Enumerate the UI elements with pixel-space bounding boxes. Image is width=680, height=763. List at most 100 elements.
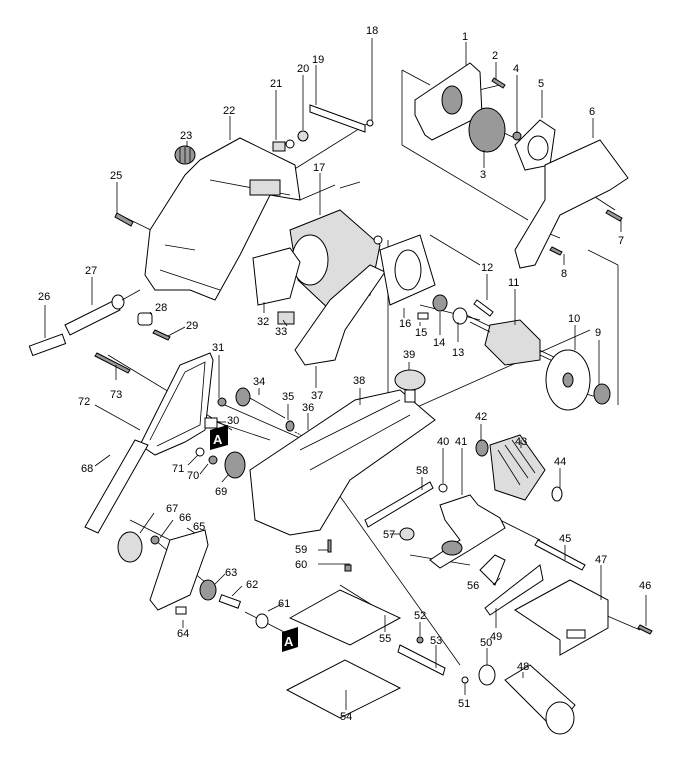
- part-56-lever-hook: [479, 554, 506, 586]
- part-20-brush-cap: [297, 130, 309, 142]
- part-28-cord-clamp: [137, 312, 153, 326]
- leader-line-62: [231, 585, 243, 597]
- part-72-inner: [149, 361, 206, 447]
- part-46-screw: [637, 624, 653, 635]
- label-62: 62: [246, 579, 258, 591]
- part-58-lever-plate: [364, 481, 434, 528]
- label-54: 54: [340, 711, 352, 723]
- label-39: 39: [403, 349, 415, 361]
- label-18: 18: [366, 25, 378, 37]
- part-5-hole: [527, 135, 549, 161]
- part-34-adjusting-screw-head: [235, 387, 251, 407]
- part-16-hole: [394, 249, 422, 291]
- label-17: 17: [313, 162, 325, 174]
- label-14: 14: [433, 337, 445, 349]
- part-43-front-roller: [489, 434, 546, 501]
- reference-marker-a-bottom: A: [282, 627, 298, 652]
- label-31: 31: [212, 342, 224, 354]
- label-12: 12: [481, 262, 493, 274]
- assembly-guide-line: [604, 614, 641, 631]
- leader-line-66: [159, 519, 174, 539]
- label-11: 11: [508, 277, 519, 289]
- part-42-ring: [475, 439, 489, 457]
- label-7: 7: [618, 235, 624, 247]
- label-38: 38: [353, 375, 365, 387]
- part-63-bearing: [199, 579, 217, 601]
- part-71-retaining-ring: [195, 447, 205, 457]
- label-21: 21: [270, 78, 282, 90]
- label-26: 26: [38, 291, 50, 303]
- assembly-guide-line: [401, 144, 529, 221]
- label-37: 37: [311, 390, 323, 402]
- svg-text:A: A: [213, 432, 223, 447]
- part-43-grooves: [497, 439, 536, 486]
- part-18-screw: [366, 119, 374, 127]
- part-29-screw: [152, 329, 171, 341]
- label-3: 3: [480, 169, 486, 181]
- label-42: 42: [475, 411, 487, 423]
- label-40: 40: [437, 436, 449, 448]
- part-70-washer: [208, 455, 218, 465]
- part-27-cord-grommet: [111, 294, 125, 310]
- label-55: 55: [379, 633, 391, 645]
- leader-line-72: [94, 404, 141, 431]
- part-50-ring: [478, 664, 496, 686]
- label-70: 70: [187, 470, 199, 482]
- part-12-screw: [473, 299, 494, 317]
- part-45-shaft: [534, 539, 586, 571]
- label-71: 71: [172, 463, 184, 475]
- part-27-cord: [64, 299, 121, 336]
- part-27-wires: [121, 289, 141, 301]
- part-62-gear-shaft: [218, 594, 242, 609]
- part-15-pin: [417, 312, 429, 320]
- label-56: 56: [467, 580, 479, 592]
- leader-line-71: [187, 454, 199, 466]
- leader-line-63: [214, 573, 226, 585]
- part-65-gear-housing-cover: [149, 529, 209, 611]
- part-4-screw: [512, 131, 522, 141]
- label-47: 47: [595, 554, 607, 566]
- part-13-washer: [452, 307, 468, 325]
- part-67-pulley: [117, 531, 143, 563]
- part-73-screw: [94, 352, 131, 374]
- svg-text:A: A: [284, 634, 294, 649]
- label-6: 6: [589, 106, 595, 118]
- part-32-switch: [252, 247, 301, 306]
- leader-line-70: [199, 463, 209, 475]
- label-65: 65: [193, 521, 205, 533]
- part-55-cork-plate: [288, 589, 402, 646]
- label-45: 45: [559, 533, 571, 545]
- label-66: 66: [179, 512, 191, 524]
- assembly-guide-line: [587, 249, 619, 266]
- part-labels: 1234567891011121314151617181920212223252…: [38, 25, 651, 723]
- label-72: 72: [78, 396, 90, 408]
- label-1: 1: [462, 31, 468, 43]
- assembly-guide-line: [209, 419, 271, 441]
- label-48: 48: [517, 661, 529, 673]
- part-26-strain-relief: [28, 333, 67, 357]
- part-21-spring: [285, 139, 295, 149]
- part-7-screw: [605, 209, 623, 222]
- part-37-handle-cover: [294, 264, 386, 366]
- part-64-pin: [175, 606, 187, 615]
- label-43: 43: [515, 436, 527, 448]
- part-57-cap: [399, 527, 415, 541]
- leader-line-29: [167, 326, 186, 337]
- part-39-adjusting-knob: [394, 369, 426, 391]
- assembly-guide-line: [217, 401, 301, 439]
- part-60-screw: [344, 564, 352, 572]
- part-41-spring: [441, 540, 463, 556]
- label-67: 67: [166, 503, 178, 515]
- label-63: 63: [225, 567, 237, 579]
- leader-line-56: [492, 577, 501, 586]
- label-9: 9: [595, 327, 601, 339]
- part-68-belt: [84, 439, 149, 534]
- leader-line-67: [139, 512, 155, 534]
- assembly-guide-line: [429, 234, 481, 266]
- label-22: 22: [223, 105, 235, 117]
- leader-line-61: [267, 603, 283, 612]
- label-57: 57: [383, 529, 395, 541]
- label-73: 73: [110, 389, 122, 401]
- part-33-capacitor: [277, 311, 295, 325]
- part-1-bore: [441, 85, 463, 115]
